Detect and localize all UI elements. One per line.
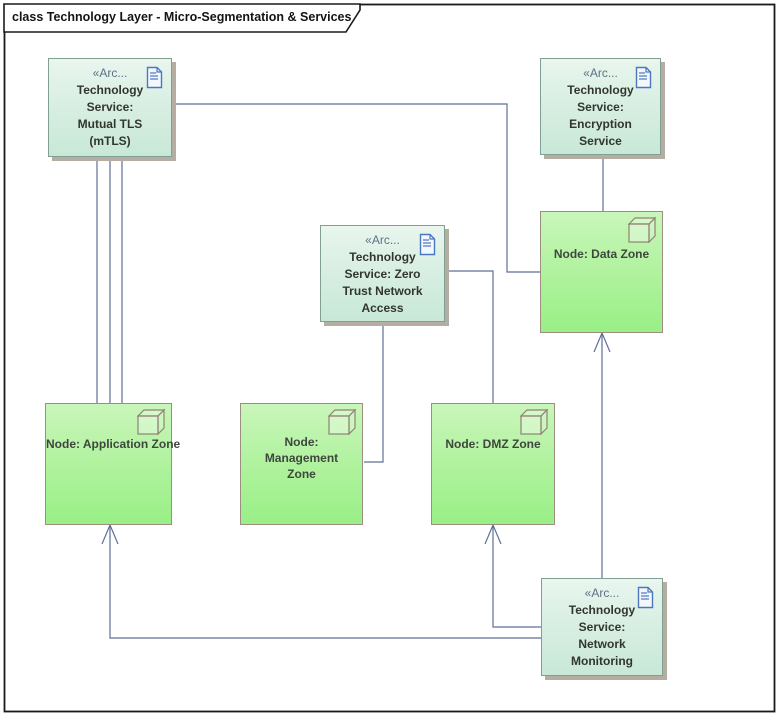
stereotype-label: «Arc... [583, 66, 618, 80]
connector-zerotrust-dmz[interactable] [445, 270, 494, 403]
connector-mtls-datazone[interactable] [172, 103, 540, 273]
element-tech-service-encryption[interactable]: «Arc... Technology Service: Encryption S… [540, 58, 661, 155]
connector-netmon-dmz[interactable] [492, 525, 541, 628]
node-label: Node: DMZ Zone [445, 437, 541, 451]
stereotype-label: «Arc... [92, 66, 128, 80]
element-tech-service-mtls[interactable]: «Arc... Technology Service: Mutual TLS (… [48, 58, 172, 157]
element-label-line: Technology [76, 83, 144, 97]
element-label-line: Trust Network [342, 284, 423, 298]
connector-netmon-appzone[interactable] [109, 525, 541, 639]
node-icon [135, 407, 167, 436]
element-tech-service-network-monitoring[interactable]: «Arc... Technology Service: Network Moni… [541, 578, 663, 676]
element-label-line: Service: [578, 620, 626, 634]
element-label-line: Access [361, 301, 404, 315]
element-tech-service-zero-trust[interactable]: «Arc... Technology Service: Zero Trust N… [320, 225, 445, 322]
document-icon [419, 233, 436, 256]
document-icon [637, 586, 654, 609]
diagram-title: class Technology Layer - Micro-Segmentat… [12, 10, 352, 24]
element-label-line: Service: [577, 100, 624, 114]
element-label-line: Service: Zero [344, 267, 421, 281]
node-icon [518, 407, 550, 436]
element-node-data-zone[interactable]: Node: Data Zone [540, 211, 663, 333]
element-label-line: Service [579, 134, 622, 148]
element-label-line: Service: [86, 100, 134, 114]
node-label: Node: Data Zone [553, 247, 650, 261]
element-label-line: Technology [567, 83, 634, 97]
open-arrowhead-datazone [593, 331, 611, 353]
element-node-dmz-zone[interactable]: Node: DMZ Zone [431, 403, 555, 525]
document-icon [635, 66, 652, 89]
element-node-management-zone[interactable]: Node: Management Zone [240, 403, 363, 525]
node-label: Node: Application Zone [46, 437, 181, 451]
diagram-frame [3, 3, 776, 713]
element-label-line: Encryption [569, 117, 632, 131]
node-label: Node: Management Zone [264, 435, 339, 481]
connector-zerotrust-mgmt[interactable] [364, 322, 384, 463]
element-label-line: Mutual TLS [77, 117, 143, 131]
open-arrowhead-appzone [101, 523, 119, 545]
node-icon [326, 407, 358, 436]
stereotype-label: «Arc... [584, 586, 620, 600]
element-label-line: Network [578, 637, 626, 651]
stereotype-label: «Arc... [365, 233, 400, 247]
element-node-application-zone[interactable]: Node: Application Zone [45, 403, 181, 525]
diagram-title-tab [3, 3, 361, 33]
element-label-line: (mTLS) [89, 134, 131, 148]
open-arrowhead-dmz [484, 523, 502, 545]
element-label-line: Technology [568, 603, 636, 617]
node-icon [626, 215, 658, 244]
document-icon [146, 66, 163, 89]
element-label-line: Monitoring [571, 654, 633, 668]
element-label-line: Technology [349, 250, 416, 264]
